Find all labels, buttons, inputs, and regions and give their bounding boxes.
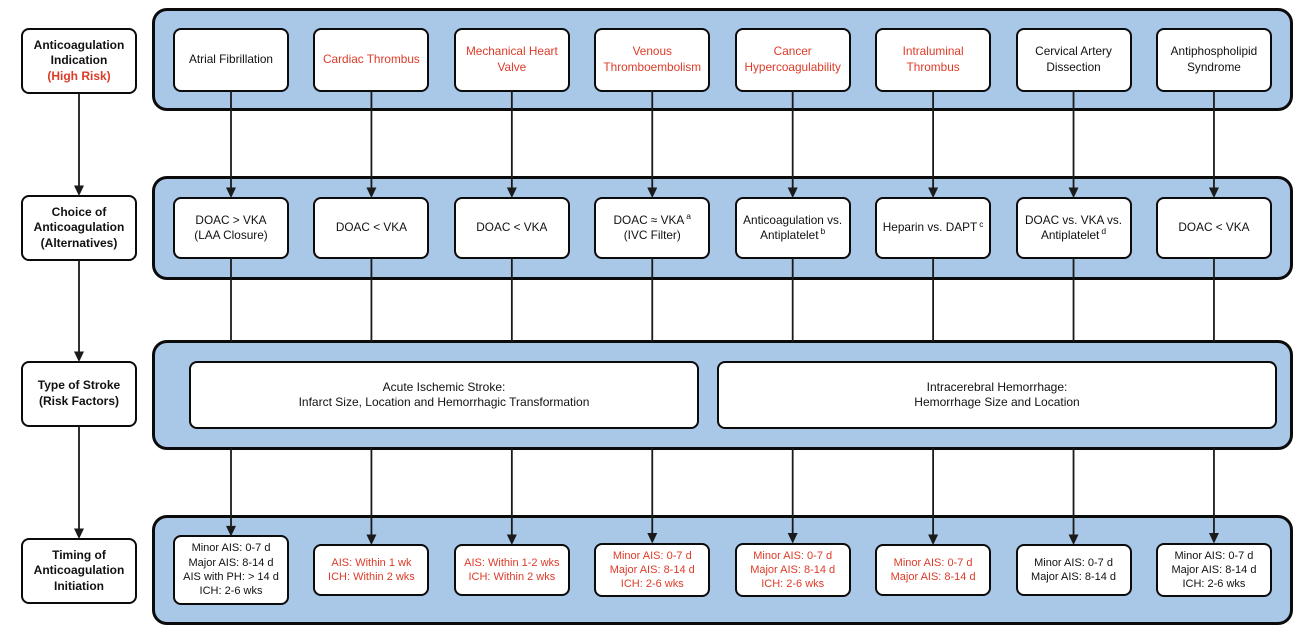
timing-line: Major AIS: 8-14 d <box>188 556 274 569</box>
choice-line: DOAC > VKA <box>195 212 267 227</box>
timing-line: Minor AIS: 0-7 d <box>1034 556 1113 569</box>
timing-line: Minor AIS: 0-7 d <box>753 549 833 562</box>
ich-factors: Hemorrhage Size and Location <box>914 395 1080 409</box>
choice-line: (IVC Filter) <box>623 228 681 242</box>
ais-title: Acute Ischemic Stroke: <box>382 379 506 394</box>
timing-line: ICH: 2-6 wks <box>1182 578 1246 591</box>
timing-line: ICH: 2-6 wks <box>761 578 825 591</box>
indication-label: Atrial Fibrillation <box>189 51 273 66</box>
ais-factors: Infarct Size, Location and Hemorrhagic T… <box>298 395 590 409</box>
label-type-of-stroke: Type of Stroke(Risk Factors) <box>21 361 137 427</box>
choice-box: DOAC < VKA <box>453 197 570 259</box>
timing-line: ICH: Within 2 wks <box>468 571 556 583</box>
timing-line: AIS: Within 1 wk <box>331 556 412 569</box>
timing-line: ICH: 2-6 wks <box>620 578 684 591</box>
indication-box: Intraluminal Thrombus <box>875 27 992 92</box>
choice-box: DOAC < VKA <box>313 197 430 259</box>
timing-box: AIS: Within 1 wk ICH: Within 2 wks <box>313 544 430 596</box>
timing-line: AIS with PH: > 14 d <box>183 571 279 583</box>
timing-line: AIS: Within 1-2 wks <box>464 556 560 569</box>
timing-box: Minor AIS: 0-7 d Major AIS: 8-14 d <box>875 544 992 596</box>
timing-line: Minor AIS: 0-7 d <box>1174 549 1254 562</box>
indication-box: Venous Thromboembolism <box>594 27 711 92</box>
timing-line: Minor AIS: 0-7 d <box>612 549 692 562</box>
timing-line: Minor AIS: 0-7 d <box>893 556 973 569</box>
label-line: (High Risk) <box>47 68 111 83</box>
timing-line: Minor AIS: 0-7 d <box>191 542 271 555</box>
choice-line: DOAC vs. VKA vs. <box>1025 212 1123 227</box>
timing-line: Major AIS: 8-14 d <box>1031 571 1117 583</box>
stroke-type-band: Acute Ischemic Stroke: Infarct Size, Loc… <box>152 340 1293 450</box>
timing-line: ICH: 2-6 wks <box>199 585 263 598</box>
label-line: Anticoagulation <box>33 37 125 52</box>
footnote-superscript: d <box>1101 226 1107 237</box>
timing-box: Minor AIS: 0-7 d Major AIS: 8-14 d <box>1015 544 1132 596</box>
timing-line: Major AIS: 8-14 d <box>609 563 695 576</box>
label-line: Indication <box>50 53 108 68</box>
indication-box: Cardiac Thrombus <box>313 27 430 92</box>
footnote-superscript: b <box>820 226 826 237</box>
indication-box: Atrial Fibrillation <box>173 27 289 92</box>
timing-line: Major AIS: 8-14 d <box>1171 563 1257 576</box>
indication-box: Cervical Artery Dissection <box>1015 27 1132 92</box>
choice-line: Anticoagulation vs. <box>743 212 843 227</box>
choice-line: DOAC < VKA <box>335 220 407 235</box>
choice-band: DOAC > VKA(LAA Closure) DOAC < VKA DOAC < … <box>152 176 1293 280</box>
footnote-superscript: a <box>686 210 691 221</box>
indication-band: Atrial Fibrillation Cardiac Thrombus Mecha… <box>152 8 1293 111</box>
choice-line: (LAA Closure) <box>194 228 268 242</box>
choice-box: DOAC > VKA(LAA Closure) <box>173 197 289 259</box>
label-line: Choice of <box>51 204 107 219</box>
indication-label: Cancer Hypercoagulability <box>744 44 841 74</box>
label-line: Anticoagulation <box>33 220 125 235</box>
footnote-superscript: c <box>979 218 984 229</box>
indication-label: Mechanical Heart Valve <box>465 44 558 74</box>
label-line: (Alternatives) <box>40 235 118 250</box>
indication-label: Antiphospholipid Syndrome <box>1170 44 1258 74</box>
timing-line: ICH: Within 2 wks <box>328 571 415 583</box>
indication-box: Cancer Hypercoagulability <box>734 27 851 92</box>
label-line: Anticoagulation <box>33 563 125 578</box>
intracerebral-hemorrhage-box: Intracerebral Hemorrhage: Hemorrhage Siz… <box>717 361 1277 429</box>
indication-label: Intraluminal Thrombus <box>902 44 964 74</box>
label-line: Type of Stroke <box>37 378 121 393</box>
label-line: (Risk Factors) <box>38 394 120 408</box>
indication-label: Venous Thromboembolism <box>603 44 702 74</box>
indication-label: Cardiac Thrombus <box>323 51 420 66</box>
label-line: Initiation <box>54 578 104 593</box>
choice-box: DOAC < VKA <box>1155 197 1272 259</box>
indication-box: Mechanical Heart Valve <box>453 27 570 92</box>
choice-line: DOAC < VKA <box>476 220 548 235</box>
label-line: Timing of <box>52 547 106 562</box>
indication-box: Antiphospholipid Syndrome <box>1155 27 1272 92</box>
timing-line: Major AIS: 8-14 d <box>890 571 976 583</box>
choice-line: DOAC < VKA <box>1178 220 1250 235</box>
indication-label: Cervical Artery Dissection <box>1035 44 1112 74</box>
timing-line: Major AIS: 8-14 d <box>750 563 836 576</box>
acute-ischemic-stroke-box: Acute Ischemic Stroke: Infarct Size, Loc… <box>189 361 699 429</box>
ich-title: Intracerebral Hemorrhage: <box>926 379 1068 394</box>
